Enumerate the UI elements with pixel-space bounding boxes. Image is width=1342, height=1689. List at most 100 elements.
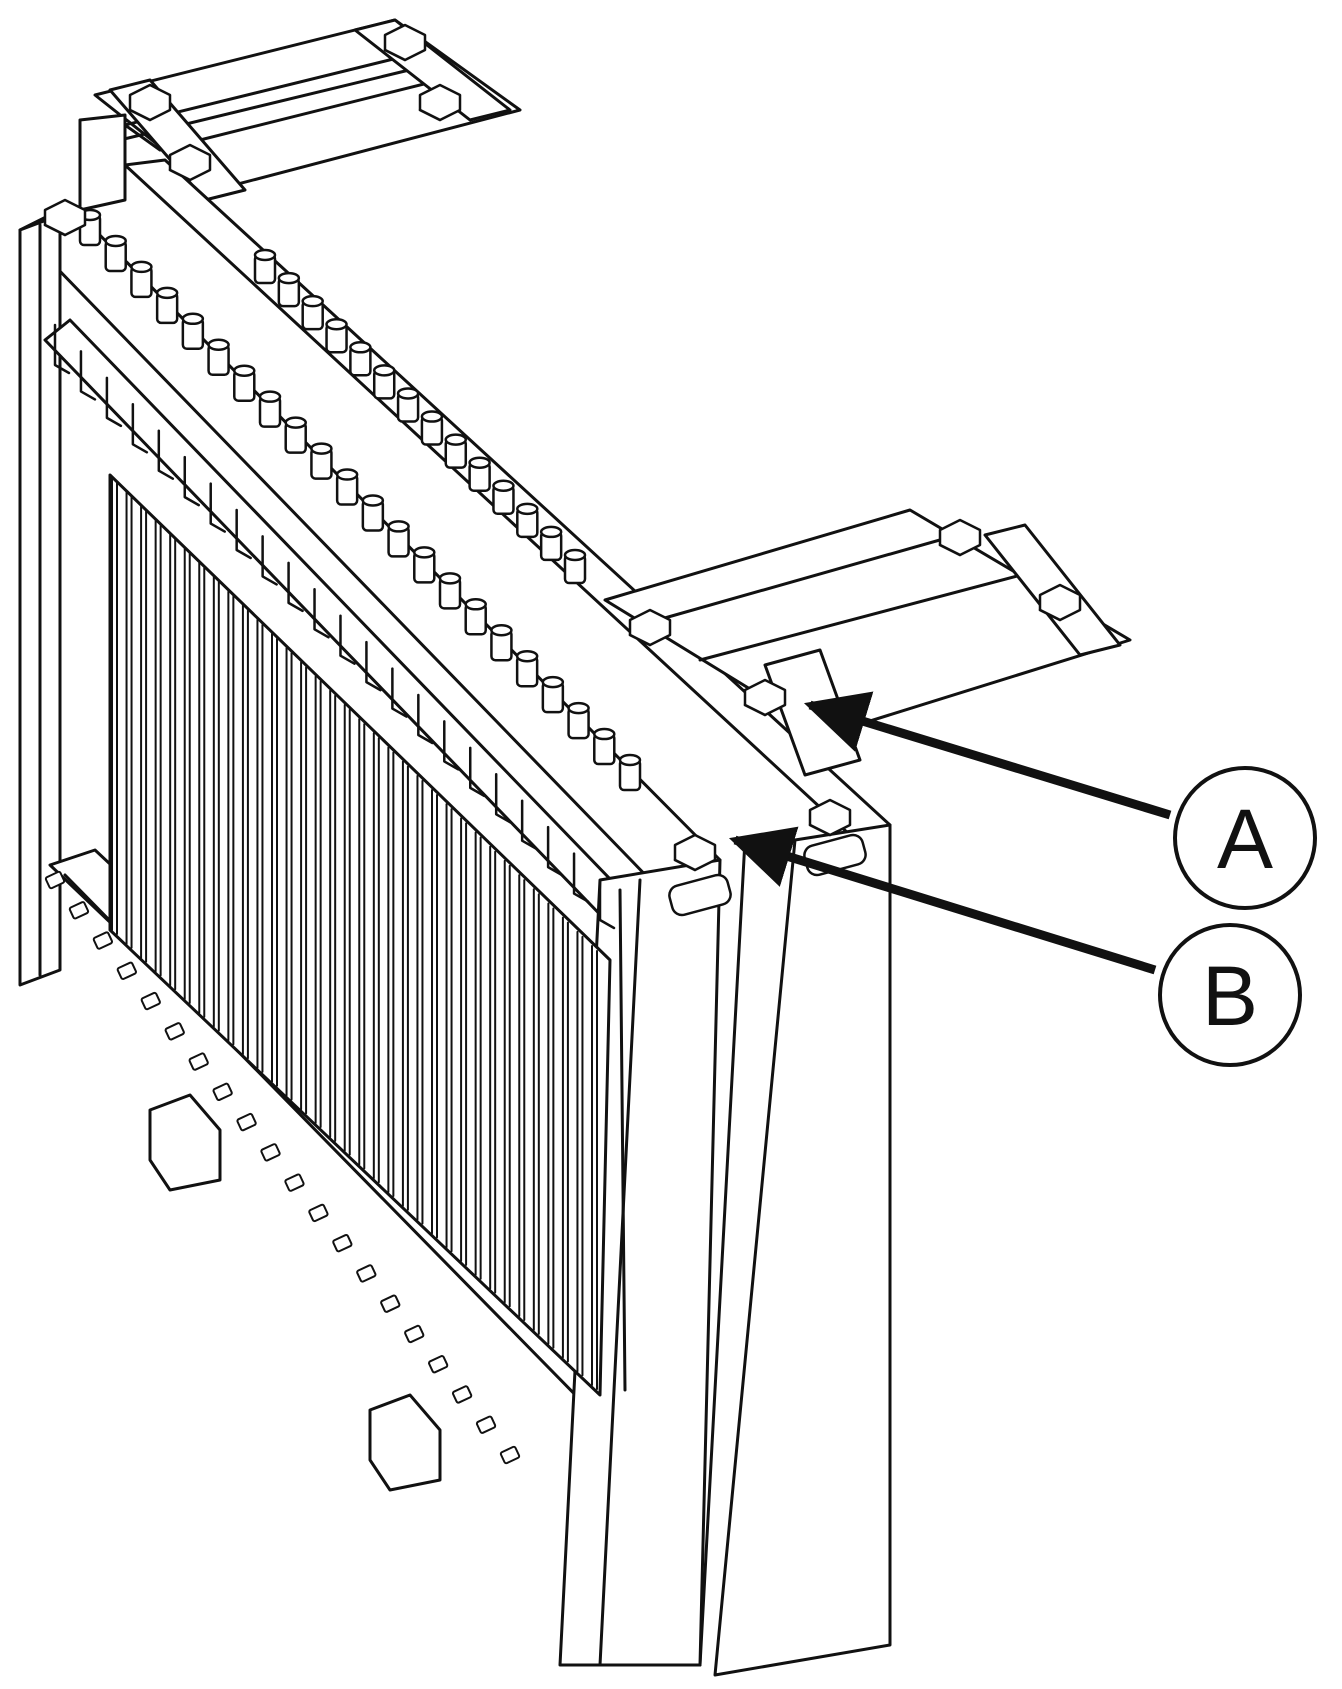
bottom-bolt	[188, 1052, 209, 1071]
stud-top	[207, 338, 230, 352]
rail-tooth	[391, 667, 408, 718]
bottom-bolt	[428, 1355, 449, 1374]
rail-tooth	[235, 508, 252, 560]
hex-nut	[808, 798, 852, 837]
stud-top	[284, 416, 307, 429]
stud-top	[258, 390, 282, 403]
hex-nut	[418, 83, 462, 122]
stud-top	[155, 286, 179, 300]
stud-top	[539, 525, 563, 539]
rail-tooth	[339, 614, 356, 665]
hex-nut	[128, 83, 172, 122]
callout-b-arrow	[728, 826, 1157, 975]
right-leg-inner-edge	[618, 888, 627, 1392]
support-blocks	[148, 1093, 442, 1492]
bracket-right-rail-1	[638, 528, 977, 627]
rail-tooth	[261, 535, 278, 586]
rail-tooth	[598, 878, 616, 930]
bottom-bolt	[236, 1112, 257, 1132]
rail-tooth	[157, 429, 175, 480]
bracket-plate-right	[603, 508, 1132, 737]
bottom-bolt	[404, 1324, 425, 1344]
rail-tooth	[365, 640, 382, 692]
hex-nut	[168, 143, 212, 182]
hex-nut	[938, 518, 982, 557]
callout-b-circle	[1158, 923, 1302, 1067]
rail-teeth	[53, 323, 616, 930]
bottom-bolt	[499, 1445, 521, 1465]
hex-nut	[743, 678, 787, 717]
rear-rail-studs	[253, 248, 587, 585]
stud-top	[181, 312, 205, 326]
callout-b: B	[728, 826, 1302, 1067]
stud-top	[541, 675, 565, 689]
rail-tooth	[417, 693, 434, 745]
stud-top	[372, 364, 396, 377]
rail-tooth	[209, 482, 226, 533]
rail-tooth	[546, 825, 564, 877]
rail-tooth	[313, 588, 330, 639]
callout-a-arrow	[803, 691, 1172, 820]
bottom-bolt	[212, 1082, 233, 1102]
stud-top	[396, 387, 420, 400]
hex-nut	[383, 23, 427, 62]
callout-a: A	[803, 691, 1317, 910]
rail-tooth	[79, 350, 97, 401]
bottom-bolt	[332, 1233, 353, 1253]
stud-top	[104, 234, 127, 248]
bottom-bolt	[116, 961, 137, 980]
support-block-lower	[368, 1393, 442, 1492]
rail-tooth	[287, 561, 304, 613]
bottom-bolt	[140, 991, 161, 1011]
rail-tooth	[520, 799, 538, 850]
rail-tooth	[183, 455, 201, 507]
stud-top	[515, 649, 539, 663]
hex-nut	[1038, 583, 1082, 622]
front-end-slot	[668, 873, 732, 917]
bottom-bolt	[164, 1022, 185, 1041]
rail-tooth	[53, 323, 71, 375]
stud-top	[310, 442, 333, 455]
bottom-bolt	[380, 1294, 401, 1313]
rail-tooth	[131, 403, 149, 454]
stud-top	[130, 260, 153, 274]
stud-top	[233, 364, 256, 377]
stud-top	[349, 341, 372, 354]
bottom-bolt	[92, 931, 114, 950]
right-mounting-bracket	[603, 508, 1132, 777]
stud-top	[277, 271, 301, 285]
bottom-bolt	[356, 1264, 377, 1283]
callout-a-circle	[1173, 766, 1317, 910]
stud-top	[438, 572, 462, 585]
stud-top	[325, 317, 348, 331]
rail-tooth	[572, 852, 590, 903]
stud-top	[387, 520, 410, 533]
stud-top	[253, 248, 277, 262]
rail-tooth	[468, 746, 486, 798]
fin-bank	[111, 477, 598, 1390]
rear-leg-edge	[698, 838, 747, 1667]
stud-top	[516, 502, 539, 516]
bottom-bolt	[68, 901, 90, 920]
rail-tooth	[105, 376, 123, 428]
bottom-bolt	[451, 1385, 473, 1404]
stud-top	[420, 410, 444, 423]
rear-frame-leg	[713, 823, 892, 1677]
support-block-upper	[148, 1093, 222, 1192]
hex-nut	[43, 198, 87, 237]
stud-top	[492, 479, 515, 493]
stud-top	[490, 623, 513, 637]
callout-b-label: B	[1202, 949, 1258, 1043]
rail-tooth	[443, 720, 460, 771]
bottom-rail-bolts	[44, 870, 521, 1465]
front-rail-studs	[78, 208, 642, 792]
stud-top	[567, 701, 590, 715]
bracket-nuts	[43, 23, 1082, 872]
hex-nut	[628, 608, 672, 647]
bottom-bolt	[475, 1415, 497, 1434]
stud-top	[444, 433, 468, 446]
stud-top	[563, 548, 587, 562]
stud-top	[335, 468, 359, 481]
